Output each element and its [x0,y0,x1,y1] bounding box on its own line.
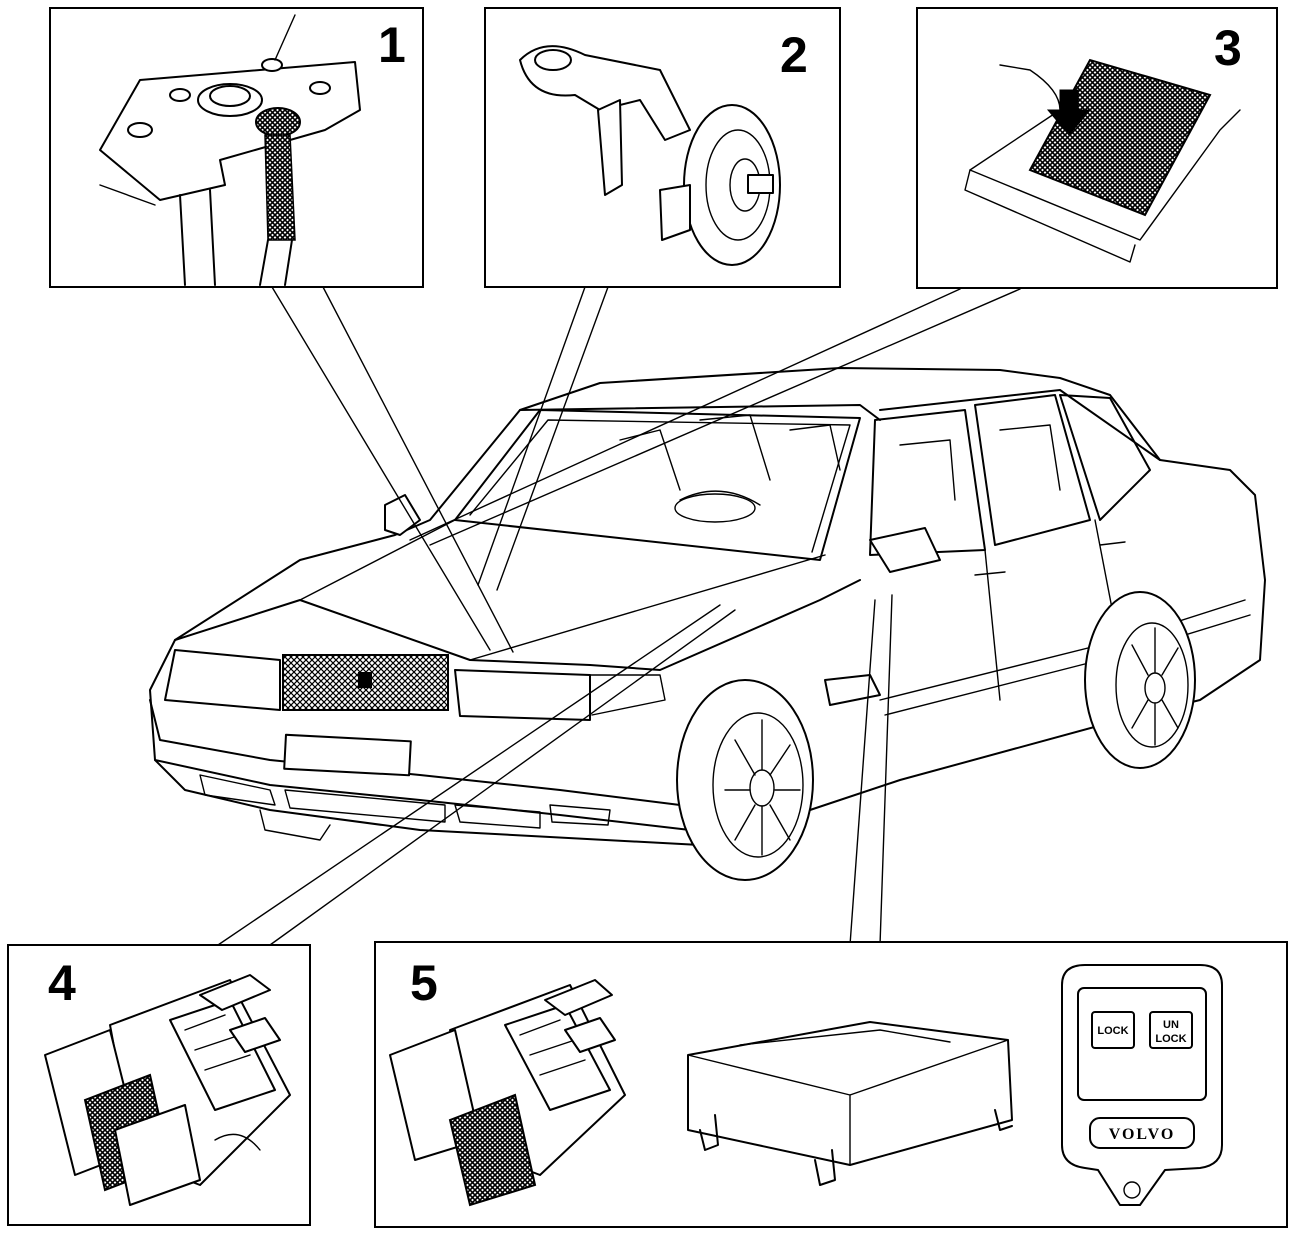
panel-number-1: 1 [378,17,406,73]
remote-key-fob: LOCK UN LOCK VOLVO [1061,964,1223,1206]
ground-point-illustration [99,14,361,286]
lock-button[interactable] [1091,1011,1135,1049]
panel-2: 2 [484,7,841,288]
alarm-control-module-illustration [687,1021,1013,1186]
panel-number-5: 5 [410,955,438,1011]
lock-label: LOCK [1097,1025,1128,1037]
panel-1: 1 [49,7,424,288]
panel-number-3: 3 [1214,20,1242,76]
panel-3: 3 [916,7,1278,289]
leader-lines [217,286,1021,946]
alarm-sensor-illustration [964,58,1241,263]
unlock-label-line-2: LOCK [1155,1033,1186,1045]
brand-logo: VOLVO [1109,1126,1176,1143]
panel-4: 4 [7,944,311,1226]
panel-number-2: 2 [780,27,808,83]
arrow-down-icon [1046,89,1092,136]
panel-number-4: 4 [48,955,76,1011]
unlock-label-line-1: UN [1163,1019,1179,1031]
horn-illustration [519,45,781,266]
unlock-button[interactable] [1149,1011,1193,1049]
front-wheel [676,679,814,881]
relay-illustration-4 [44,974,291,1206]
panel-5: 5 LOCK UN LOCK VOL [374,941,1288,1228]
relay-illustration-5 [389,979,626,1207]
car-illustration [149,367,1266,881]
rear-wheel [1084,591,1196,769]
